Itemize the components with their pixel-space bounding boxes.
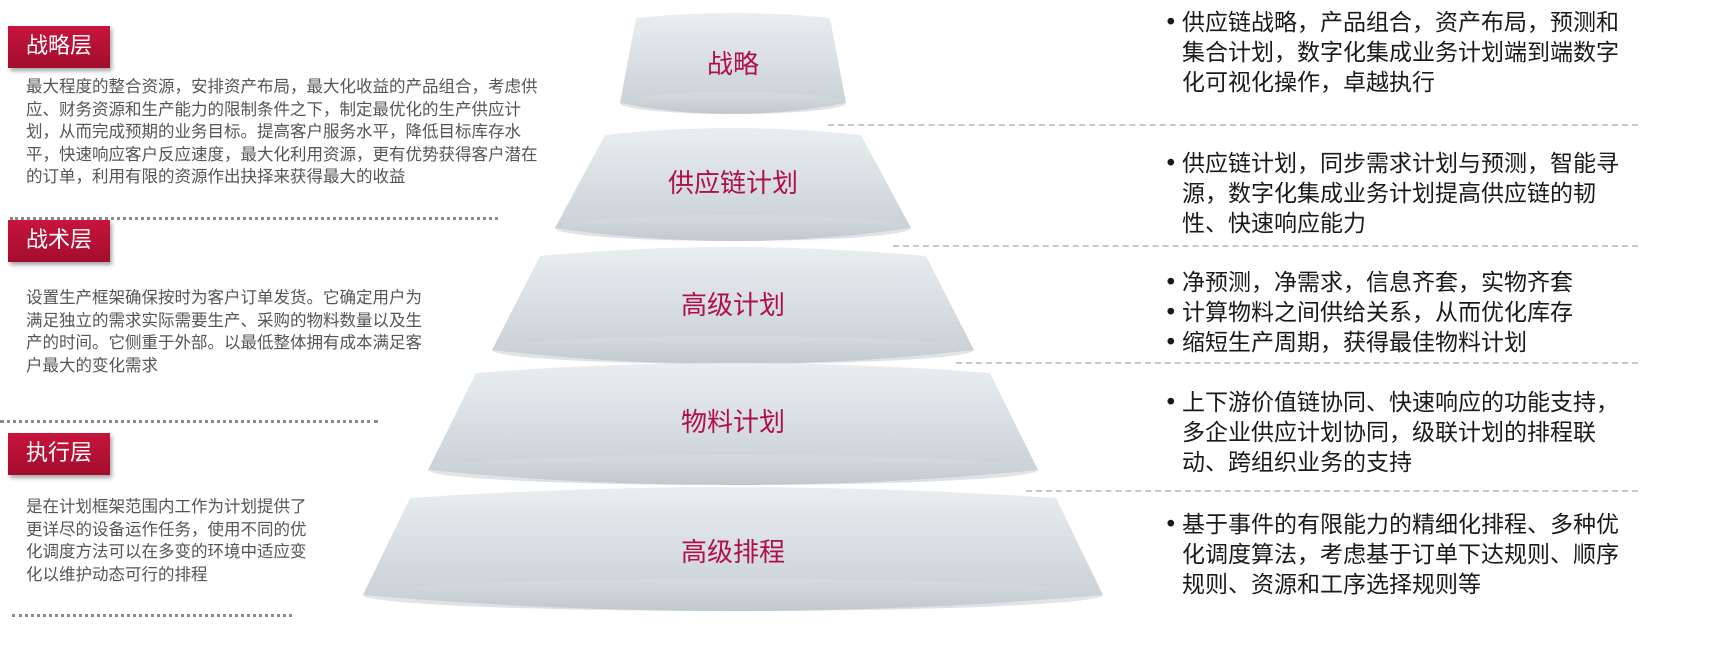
strategic-layer-description: 最大程度的整合资源，安排资产布局，最大化收益的产品组合，考虑供应、财务资源和生产… [26,77,538,186]
bullet-item: 供应链计划，同步需求计划与预测，智能寻源，数字化集成业务计划提高供应链的韧性、快… [1160,149,1630,239]
tier-divider [828,124,1638,126]
tier-divider [893,245,1638,247]
bullet-item: 缩短生产周期，获得最佳物料计划 [1160,328,1630,358]
pyramid-tier-5 [363,487,1103,611]
tier-divider [956,362,1638,364]
pyramid-tier-4 [428,363,1038,485]
bullet-item: 计算物料之间供给关系，从而优化库存 [1160,298,1630,328]
execution-layer-divider [12,614,292,617]
tactical-layer-badge: 战术层 [8,220,110,262]
tier-label-supply-chain-planning: 供应链计划 [667,169,798,199]
tier-bullets-advanced-scheduling: 基于事件的有限能力的精细化排程、多种优化调度算法，考虑基于订单下达规则、顺序规则… [1160,510,1630,600]
pyramid-tier-rim [492,336,974,364]
pyramid-tier-rim [363,579,1103,611]
bullet-item: 供应链战略，产品组合，资产布局，预测和集合计划，数字化集成业务计划端到端数字化可… [1160,8,1630,98]
tier-bullets-advanced-planning: 净预测，净需求，信息齐套，实物齐套 计算物料之间供给关系，从而优化库存 缩短生产… [1160,268,1630,358]
bullet-item: 净预测，净需求，信息齐套，实物齐套 [1160,268,1630,298]
execution-layer-badge: 执行层 [8,433,110,475]
strategic-layer-badge: 战略层 [8,26,110,68]
pyramid-tier-1 [620,13,846,114]
tactical-layer-divider [0,420,378,423]
tier-label-material-planning: 物料计划 [680,408,785,438]
pyramid-tier-rim [555,215,911,241]
tier-label-advanced-planning: 高级计划 [680,291,785,321]
pyramid-tier-2 [555,128,911,241]
tier-divider [1026,490,1638,492]
execution-layer-description: 是在计划框架范围内工作为计划提供了更详尽的设备运作任务，使用不同的优化调度方法可… [26,497,307,584]
pyramid-tier-rim [620,92,846,114]
pyramid-tier-3 [492,247,974,364]
pyramid-tier-rim [428,455,1038,485]
tier-bullets-strategy: 供应链战略，产品组合，资产布局，预测和集合计划，数字化集成业务计划端到端数字化可… [1160,8,1630,98]
tier-label-advanced-scheduling: 高级排程 [680,538,785,568]
tactical-layer-description: 设置生产框架确保按时为客户订单发货。它确定用户为满足独立的需求实际需要生产、采购… [26,288,422,375]
bullet-item: 上下游价值链协同、快速响应的功能支持，多企业供应计划协同，级联计划的排程联动、跨… [1160,388,1630,478]
strategic-layer-divider [10,217,498,220]
bullet-item: 基于事件的有限能力的精细化排程、多种优化调度算法，考虑基于订单下达规则、顺序规则… [1160,510,1630,600]
tier-bullets-material-planning: 上下游价值链协同、快速响应的功能支持，多企业供应计划协同，级联计划的排程联动、跨… [1160,388,1630,478]
tier-bullets-supply-chain-planning: 供应链计划，同步需求计划与预测，智能寻源，数字化集成业务计划提高供应链的韧性、快… [1160,149,1630,239]
tier-label-strategy: 战略 [706,50,759,80]
